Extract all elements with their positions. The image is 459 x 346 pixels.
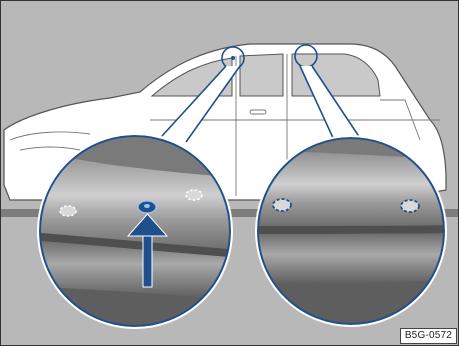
- figure-code-label: B5G-0572: [400, 328, 457, 344]
- marker-hole-left: [60, 206, 76, 216]
- marker-hole-right: [186, 190, 202, 200]
- marker-hole-right: [401, 200, 419, 212]
- marker-hole-left: [273, 199, 291, 211]
